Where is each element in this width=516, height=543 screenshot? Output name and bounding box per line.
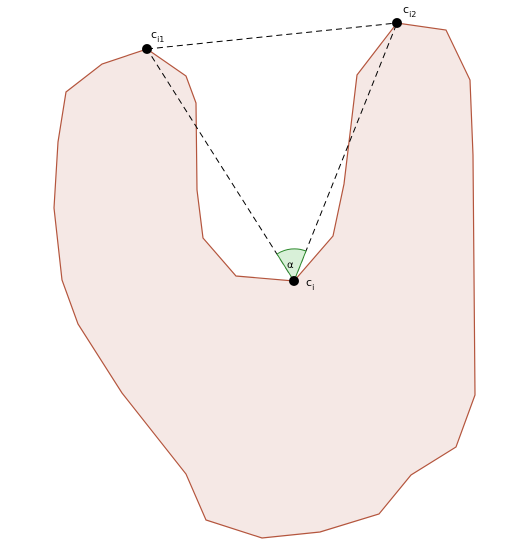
concave-region — [53, 22, 476, 539]
angle-alpha-marker — [276, 248, 307, 283]
label-ci: ci — [306, 276, 314, 292]
segment-ci-ci2 — [293, 22, 398, 282]
point-ci1 — [142, 44, 152, 54]
dashed-segments — [146, 22, 398, 282]
segment-ci-ci1 — [146, 48, 295, 282]
label-ci2: ci2 — [403, 3, 416, 19]
label-ci1: ci1 — [151, 28, 164, 44]
segment-ci1-ci2 — [146, 22, 398, 50]
angle-alpha-label: α — [287, 260, 294, 271]
point-ci — [289, 276, 299, 286]
point-ci2 — [392, 18, 402, 28]
